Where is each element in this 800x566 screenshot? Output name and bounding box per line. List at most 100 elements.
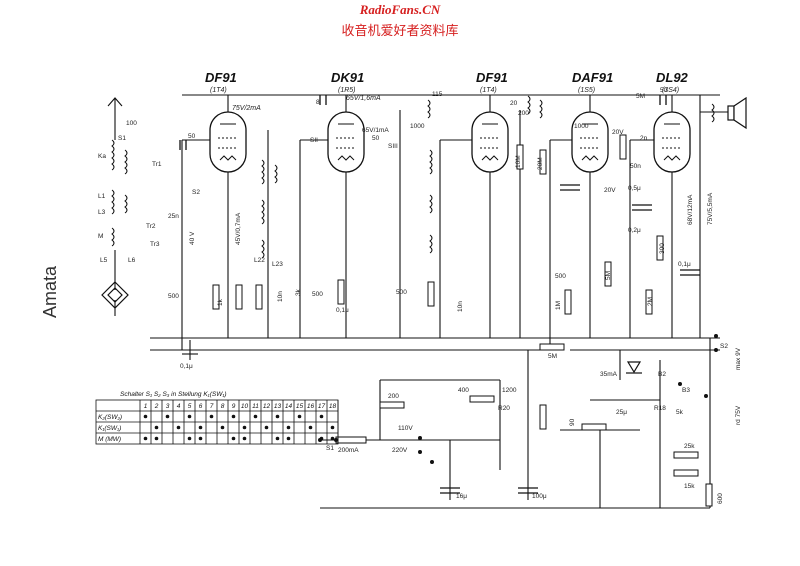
switch-table-column-header: 5 xyxy=(188,403,192,410)
switch-table-mark xyxy=(286,425,291,430)
label-r300: 300 xyxy=(659,243,666,254)
label-c115: 115 xyxy=(432,91,443,98)
switch-table-row-label: K₁(SW₁) xyxy=(98,425,121,432)
switch-table-mark xyxy=(264,425,269,430)
tube-2-type: DK91 xyxy=(331,70,364,85)
label-l5: L5 xyxy=(100,257,108,264)
label-r1200: 1200 xyxy=(502,387,517,394)
label-b3: B3 xyxy=(682,387,690,394)
watermark-subtitle: 收音机爱好者资料库 xyxy=(341,23,459,38)
switch-table-mark xyxy=(275,436,280,441)
tube-2-anode: 65V/1,6mA xyxy=(346,95,381,102)
tube-5-code: (3S4) xyxy=(662,87,679,94)
switch-table-mark xyxy=(176,425,181,430)
label-tr1: Tr1 xyxy=(152,161,162,168)
label-c200: 200 xyxy=(518,110,529,117)
switch-table-mark xyxy=(297,414,302,419)
switch-table-mark xyxy=(209,414,214,419)
tube-1-anode: 75V/2mA xyxy=(232,105,261,112)
label-c20: 20 xyxy=(510,100,518,107)
label-b2: B2 xyxy=(658,371,666,378)
switch-table-column-header: 6 xyxy=(199,403,203,410)
speaker-icon xyxy=(727,96,747,130)
label-r10m: 10M xyxy=(515,155,522,168)
switch-table-mark xyxy=(242,425,247,430)
label-l23: L23 xyxy=(272,261,283,268)
label-r5m-b: 5M xyxy=(605,271,612,280)
label-r1k: 1k xyxy=(217,298,224,306)
label-ka: Ka xyxy=(98,153,106,160)
label-r15k: 15k xyxy=(684,483,695,490)
label-c05u: 0,5μ xyxy=(628,185,641,192)
label-c25n: 25n xyxy=(168,213,179,220)
resistors xyxy=(212,134,713,507)
label-s2: S2 xyxy=(720,343,728,350)
switch-table-column-header: 4 xyxy=(177,403,181,410)
label-r20m: 20M xyxy=(537,157,544,170)
switch-table-row-label: M (MW) xyxy=(98,436,121,443)
label-r5m-a: 5M xyxy=(548,353,557,360)
label-r18: R18 xyxy=(654,405,666,412)
switch-table-header: Schalter S₁ S₂ S₃ in Stellung K₁(SW₁) xyxy=(120,391,227,398)
switch-table-column-header: 7 xyxy=(210,403,214,410)
switch-table-mark xyxy=(286,436,291,441)
label-r2m: 2M xyxy=(647,297,654,306)
switch-table-grid xyxy=(95,399,339,445)
tube-3-envelope xyxy=(471,111,509,173)
switch-table-mark xyxy=(242,436,247,441)
label-l6: L6 xyxy=(128,257,136,264)
label-c50b: 50 xyxy=(372,135,380,142)
label-c02u: 0,2μ xyxy=(628,227,641,234)
rectifier-diode-icon xyxy=(626,361,642,374)
label-v220: 220V xyxy=(392,447,408,454)
label-r400: 400 xyxy=(458,387,469,394)
label-c50a: 50 xyxy=(188,133,196,140)
tube-2-code: (1R5) xyxy=(338,87,356,94)
label-sII: SII xyxy=(310,137,318,144)
label-v110: 110V xyxy=(398,425,413,432)
label-c1000b: 1000 xyxy=(410,123,425,130)
label-c100u: 100μ xyxy=(532,493,547,500)
tube-3-type: DF91 xyxy=(476,70,508,85)
switch-table-column-header: 15 xyxy=(296,403,304,410)
label-r25k: 25k xyxy=(684,443,695,450)
switch-table-mark xyxy=(319,414,324,419)
switch-table-column-header: 2 xyxy=(154,403,159,410)
switch-table-mark xyxy=(165,414,170,419)
tube-envelopes xyxy=(209,111,691,173)
switch-table-mark xyxy=(187,436,192,441)
tube-5-envelope xyxy=(653,111,691,173)
switch-table-mark xyxy=(231,436,236,441)
tube-3-code: (1T4) xyxy=(480,87,497,94)
label-c25u: 25μ xyxy=(616,409,627,416)
label-c100: 100 xyxy=(126,120,137,127)
tube-electrodes xyxy=(218,123,682,161)
label-i35ma: 35mA xyxy=(600,371,618,378)
coil-group xyxy=(111,95,715,259)
switch-table-column-header: 18 xyxy=(329,403,337,410)
switch-table-column-header: 13 xyxy=(274,403,282,410)
label-c10n-a: 10n xyxy=(277,291,284,302)
switch-table-column-header: 9 xyxy=(232,403,236,410)
label-r20: R20 xyxy=(498,405,510,412)
switch-table-mark xyxy=(330,425,335,430)
label-l22: L22 xyxy=(254,257,265,264)
switch-table-column-header: 11 xyxy=(252,403,259,410)
switch-table-mark xyxy=(198,425,203,430)
label-c3k: 3k xyxy=(295,288,302,296)
switch-table-mark xyxy=(187,414,192,419)
label-c16u: 16μ xyxy=(456,493,467,500)
tube-1-envelope xyxy=(209,111,247,173)
switch-table-mark xyxy=(143,436,148,441)
tube-2-envelope xyxy=(327,111,365,173)
label-c500a: 500 xyxy=(168,293,179,300)
switch-table-mark xyxy=(154,436,159,441)
wiring xyxy=(107,94,728,509)
switch-table-mark xyxy=(275,414,280,419)
switch-table-mark xyxy=(308,425,313,430)
label-r90: 90 xyxy=(569,418,576,426)
label-c500b: 500 xyxy=(312,291,323,298)
label-c500c: 500 xyxy=(396,289,407,296)
label-s2b: S2 xyxy=(192,189,200,196)
switch-table-column-header: 8 xyxy=(221,403,225,410)
